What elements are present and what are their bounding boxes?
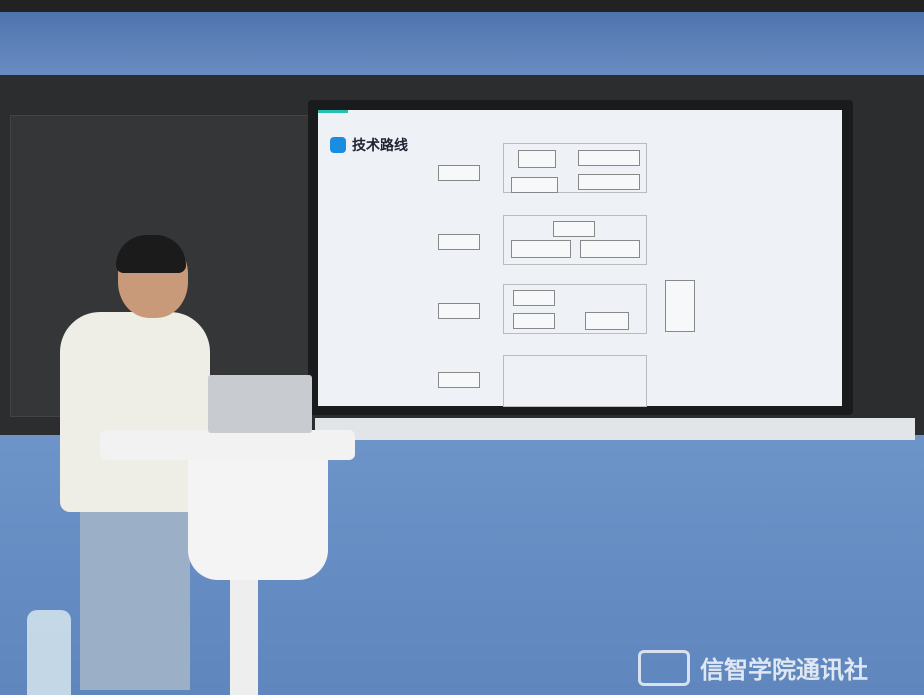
flow-box (438, 372, 480, 388)
flow-box (513, 290, 555, 306)
laptop (208, 375, 312, 433)
ceiling-strip (0, 0, 924, 12)
presenter-jeans (80, 500, 190, 690)
watermark: 信智学院通讯社 (700, 656, 868, 684)
title-marker-icon (330, 137, 346, 153)
flow-box (553, 221, 595, 237)
projected-slide (318, 110, 842, 407)
flow-box (578, 174, 640, 190)
flow-group (503, 215, 647, 265)
podium-top (100, 430, 355, 460)
flow-group (503, 284, 647, 334)
podium-body (188, 440, 328, 580)
slide-accent (318, 110, 348, 113)
flow-box (578, 150, 640, 166)
presenter-shirt (60, 312, 210, 512)
flow-box (518, 150, 556, 168)
flow-box (580, 240, 640, 258)
flow-box (438, 303, 480, 319)
board-tray (315, 418, 915, 440)
flow-box (665, 280, 695, 332)
slide-title: 技术路线 (352, 138, 408, 154)
presenter-hair (116, 235, 186, 273)
flow-box (585, 312, 629, 330)
flow-box (511, 240, 571, 258)
flow-box (438, 234, 480, 250)
camera-icon (638, 650, 690, 686)
flow-group (503, 143, 647, 193)
upper-wall (0, 0, 924, 80)
podium-pole (230, 580, 258, 695)
flow-box (513, 313, 555, 329)
flow-box (438, 165, 480, 181)
flow-group (503, 355, 647, 407)
flow-box (511, 177, 558, 193)
water-bottle (27, 610, 71, 695)
